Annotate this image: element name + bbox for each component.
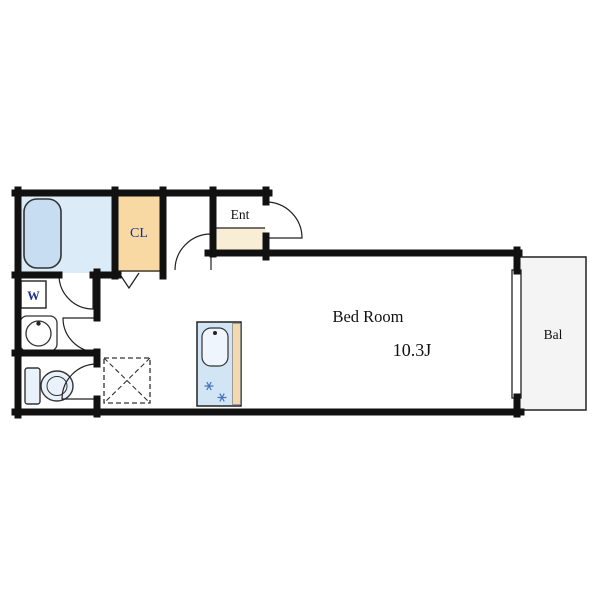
washer-label: W: [27, 289, 40, 303]
toilet-tank-icon: [24, 367, 41, 405]
window: [511, 269, 522, 399]
toilet-door-swing: [61, 363, 98, 400]
stove-burner-icon: [204, 381, 214, 391]
kitchen-faucet-dot-icon: [213, 331, 217, 335]
entrance-label: Ent: [231, 207, 250, 222]
laundry-space: W: [20, 280, 47, 309]
washer-box-icon: [20, 280, 47, 309]
walls: [11, 186, 525, 419]
refrigerator-space: [103, 357, 151, 404]
folding-door-mark: [118, 272, 140, 290]
toilet: [24, 367, 74, 405]
closet-floor: [115, 193, 163, 272]
bathroom-door-swing: [58, 274, 94, 310]
bathtub-icon: [23, 198, 62, 269]
hall-door-swing: [174, 233, 212, 271]
bedroom-area-label: 10.3J: [393, 340, 432, 360]
washroom-door-swing: [62, 317, 98, 353]
washbasin: [19, 315, 58, 352]
kitchen-sink-icon: [201, 327, 229, 367]
entrance-step: [215, 228, 266, 252]
balcony-floor: [520, 256, 586, 410]
toilet-bowl-icon: [40, 370, 74, 402]
bathroom-fixtures: [23, 198, 62, 269]
faucet-dot-icon: [36, 321, 41, 326]
balcony-label: Bal: [544, 327, 563, 342]
washbasin-bowl-icon: [25, 320, 52, 347]
stove-burner-icon: [217, 393, 227, 402]
refrigerator-space-icon: [103, 357, 151, 404]
bedroom-label: Bed Room: [332, 307, 403, 326]
entrance-door-swing: [265, 201, 303, 239]
toilet-seat-icon: [46, 376, 68, 396]
closet-label: CL: [130, 226, 148, 241]
balcony-outline: [520, 256, 587, 411]
kitchen-side-panel: [232, 323, 241, 405]
kitchen: [196, 321, 242, 407]
refrigerator-cross-mark: [103, 357, 151, 404]
